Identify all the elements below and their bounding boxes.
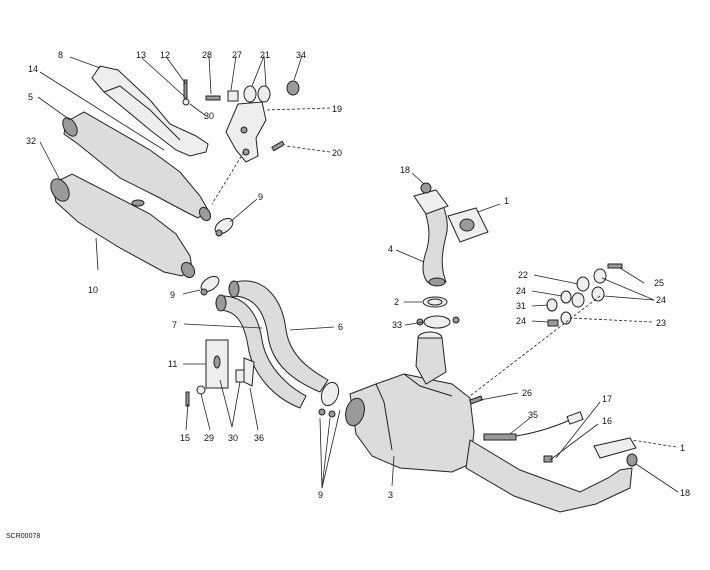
callout-1-bottom: 1	[680, 443, 685, 453]
part-bolt-20	[271, 140, 285, 152]
part-grommet-24c	[591, 286, 605, 302]
part-nut-18-lower	[626, 453, 638, 467]
callout-21: 21	[260, 50, 270, 60]
callout-14: 14	[28, 64, 38, 74]
callout-12: 12	[160, 50, 170, 60]
callout-9-bottom: 9	[318, 490, 323, 500]
part-bolt-23	[547, 319, 559, 327]
callout-9-lower: 9	[170, 290, 175, 300]
callout-17: 17	[602, 394, 612, 404]
callout-24-b: 24	[516, 316, 526, 326]
part-oxygen-sensor	[483, 411, 584, 441]
callout-20: 20	[332, 148, 342, 158]
part-grommet-24a	[560, 290, 572, 304]
part-clip-36	[243, 357, 255, 387]
part-front-header-pipe	[465, 437, 637, 513]
callout-30-top: 30	[204, 111, 214, 121]
callout-27: 27	[232, 50, 242, 60]
callout-32: 32	[26, 136, 36, 146]
drawing-code: SCR00078	[6, 533, 40, 540]
callouts: 8 13 12 14 5 32 10 28 27 21 34 30 19 20 …	[6, 50, 690, 540]
part-nut-18-top	[420, 182, 432, 194]
callout-24-c: 24	[656, 295, 666, 305]
callout-30-bottom: 30	[228, 433, 238, 443]
callout-22: 22	[518, 270, 528, 280]
callout-35: 35	[528, 410, 538, 420]
callout-10: 10	[88, 285, 98, 295]
callout-36: 36	[254, 433, 264, 443]
part-bolt-26	[469, 395, 483, 405]
callout-6: 6	[338, 322, 343, 332]
part-bolt-28	[205, 95, 221, 101]
callout-33: 33	[392, 320, 402, 330]
callout-31: 31	[516, 301, 526, 311]
part-clamp-manifold	[318, 381, 340, 418]
callout-19: 19	[332, 104, 342, 114]
callout-28: 28	[202, 50, 212, 60]
callout-4: 4	[388, 244, 393, 254]
part-upper-muffler	[62, 111, 212, 222]
part-spacer-27	[227, 90, 239, 102]
part-bolt-25	[607, 263, 623, 269]
callout-23: 23	[656, 318, 666, 328]
part-nut-34	[286, 80, 300, 96]
part-grommet-right-top	[593, 268, 607, 284]
leader-lines	[37, 55, 679, 493]
part-heat-shield	[91, 65, 209, 157]
callout-29: 29	[204, 433, 214, 443]
callout-1-top: 1	[504, 196, 509, 206]
callout-11: 11	[168, 359, 177, 369]
part-spacer-31	[546, 298, 558, 312]
callout-5: 5	[28, 92, 33, 102]
callout-34: 34	[296, 50, 306, 60]
part-lower-muffler	[50, 173, 196, 279]
callout-15: 15	[180, 433, 190, 443]
callout-3: 3	[388, 490, 393, 500]
part-screw-15	[185, 391, 190, 407]
part-central-silencer	[345, 331, 475, 473]
part-clamp-upper	[214, 217, 234, 237]
part-rear-header-pipe	[421, 195, 448, 287]
callout-13: 13	[136, 50, 146, 60]
callout-8: 8	[58, 50, 63, 60]
part-bolt-12	[182, 79, 190, 106]
callout-25: 25	[654, 278, 664, 288]
callout-7: 7	[172, 320, 177, 330]
part-link-pipe-7	[215, 294, 307, 409]
callout-18-top: 18	[400, 165, 410, 175]
part-washer-29	[196, 385, 206, 395]
callout-26: 26	[522, 388, 532, 398]
part-gasket-2	[422, 296, 448, 308]
part-link-pipe-6	[228, 280, 329, 393]
callout-18-bottom: 18	[680, 488, 690, 498]
callout-24-a: 24	[516, 286, 526, 296]
callout-9-upper: 9	[258, 192, 263, 202]
part-clamp-lower	[200, 275, 220, 296]
part-grommet-21	[243, 85, 271, 103]
part-heat-guard-plate	[205, 339, 229, 389]
part-grommet-22	[576, 276, 590, 292]
callout-2: 2	[394, 297, 399, 307]
part-grommet-24b	[571, 292, 585, 308]
part-flange-1	[413, 189, 489, 243]
callout-16: 16	[602, 416, 612, 426]
part-bracket	[225, 101, 267, 163]
part-spacer-30	[235, 369, 245, 383]
